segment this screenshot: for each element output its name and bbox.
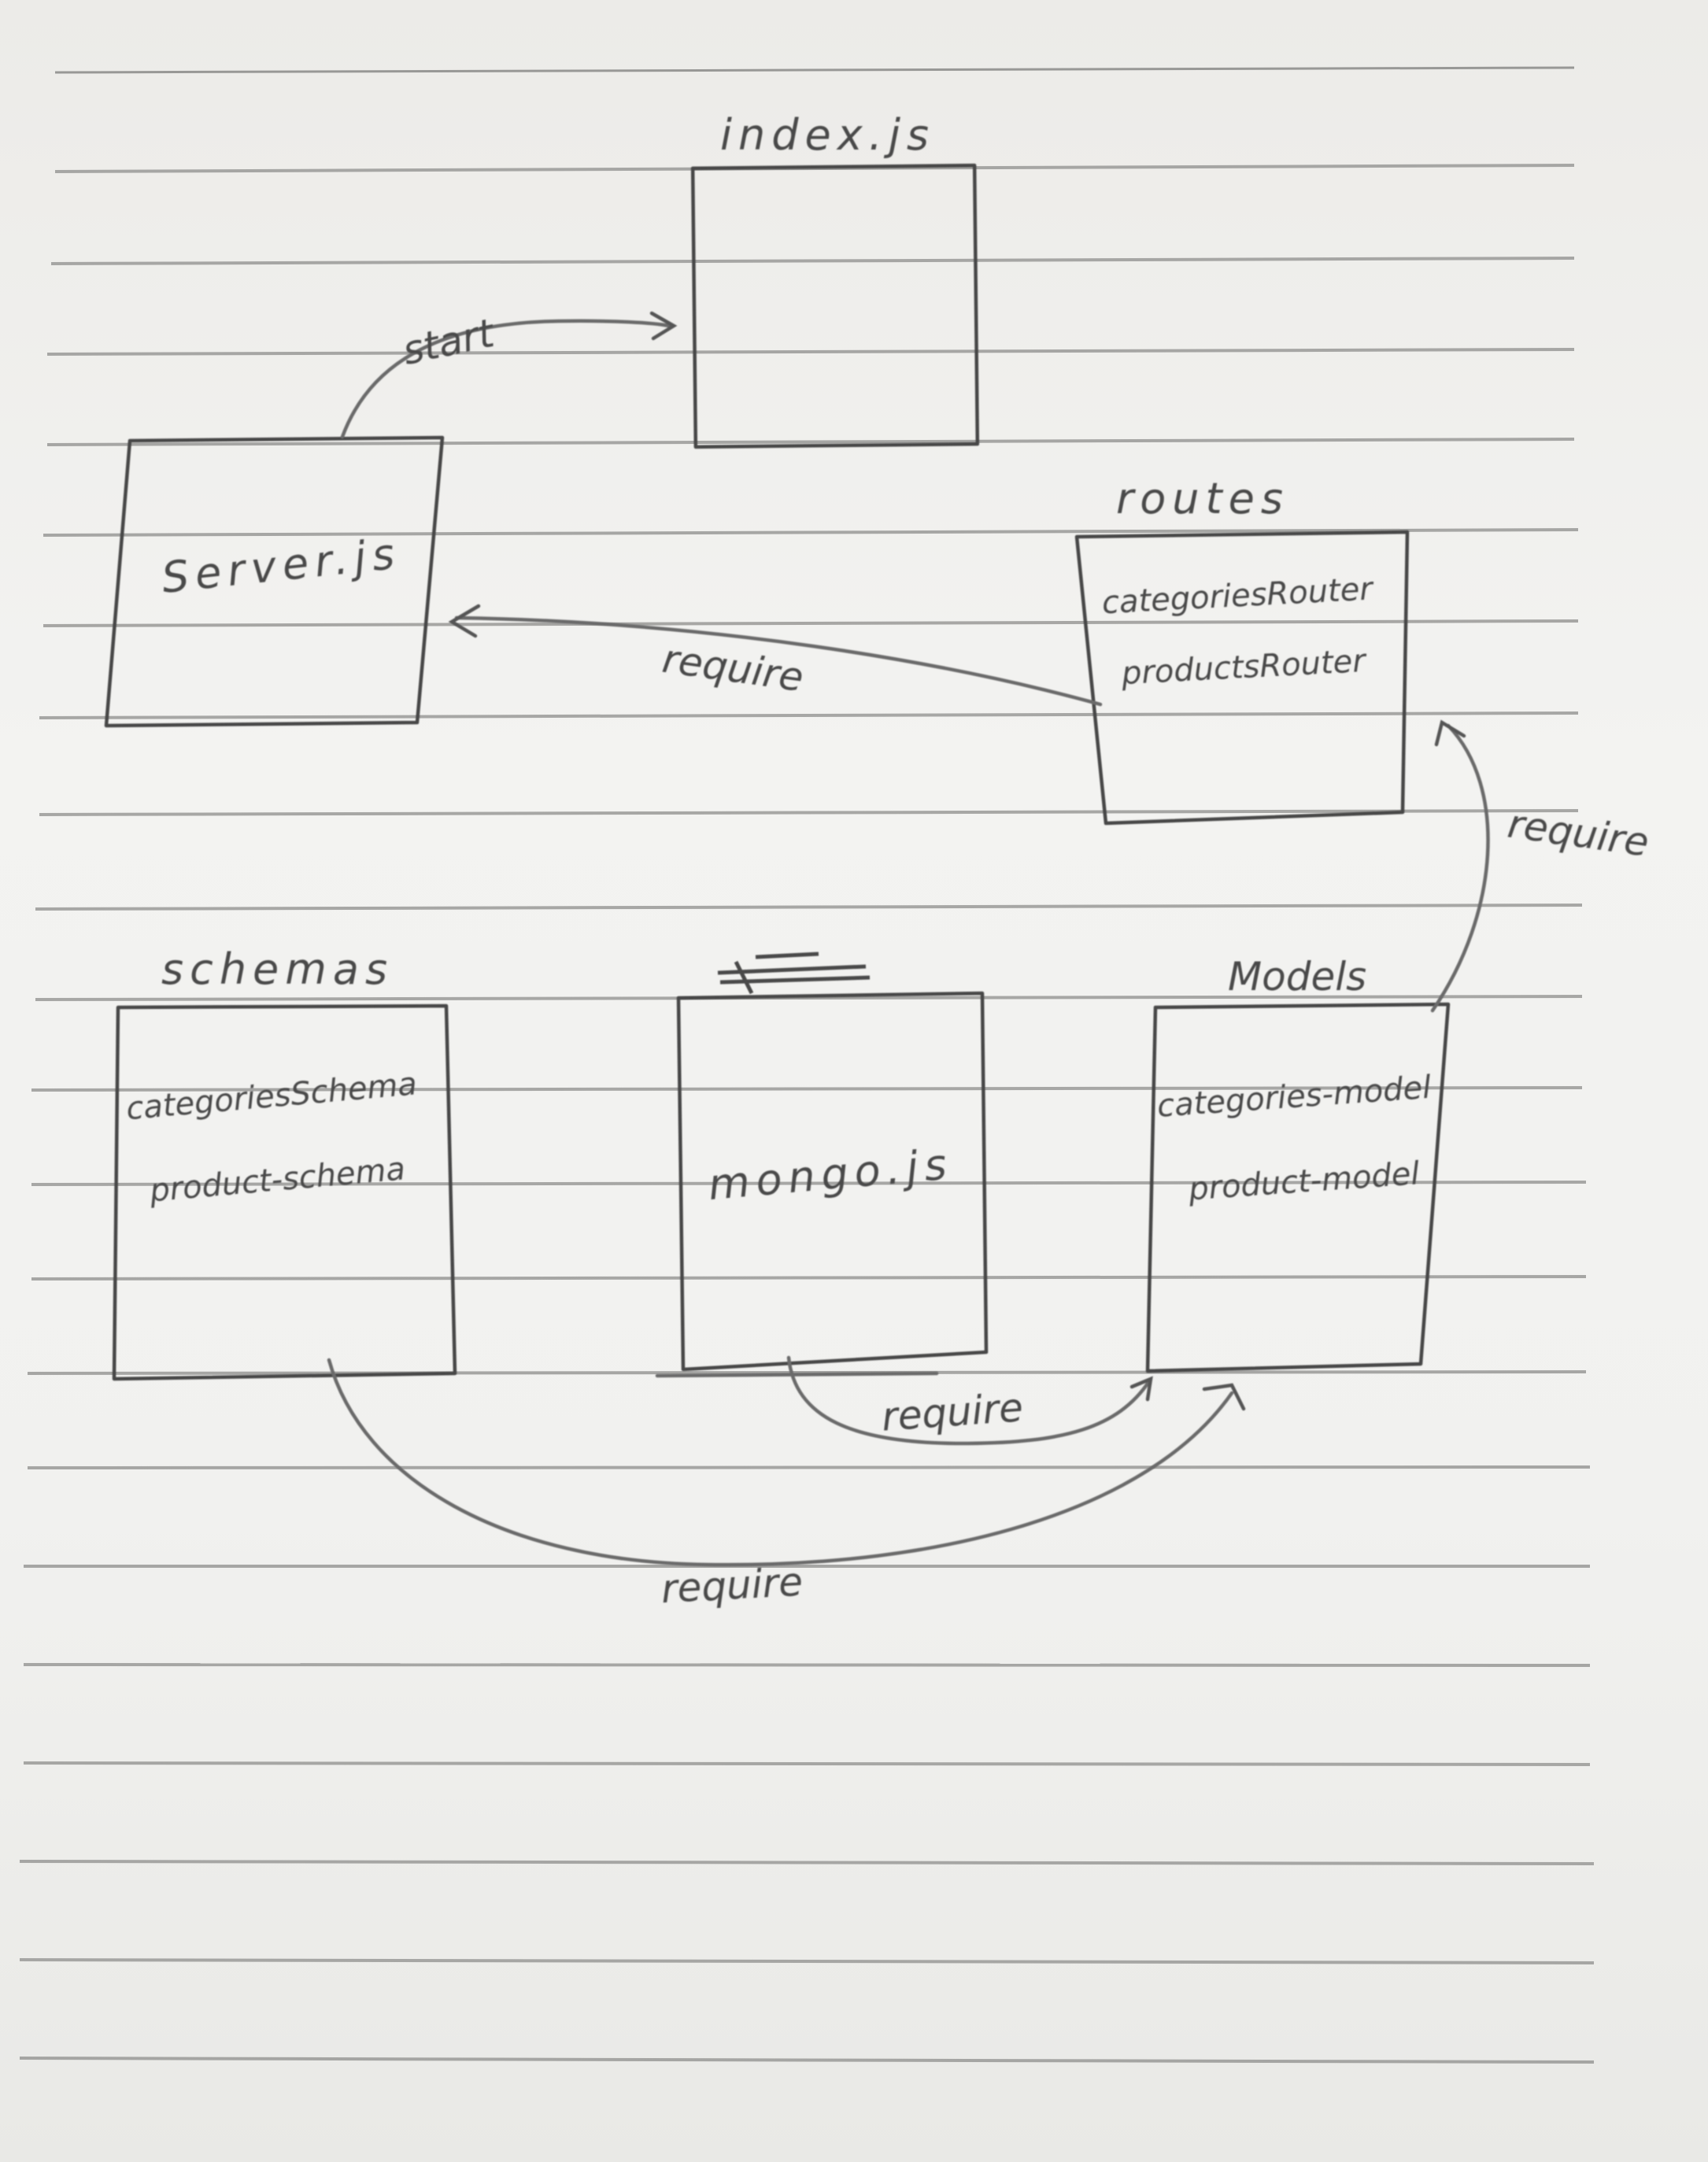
- routes-item-1: productsRouter: [1120, 643, 1368, 692]
- index-title: index.js: [720, 110, 935, 160]
- routes-title: routes: [1116, 474, 1289, 523]
- schemas-box: [112, 1003, 457, 1381]
- edge-models-routes: require: [1430, 719, 1651, 1013]
- edge-start: start: [340, 310, 678, 439]
- edge-routes-server-label: require: [660, 636, 806, 700]
- ruled-lines: [19, 66, 1595, 2064]
- edge-models-routes-label: require: [1505, 800, 1651, 865]
- index-box: [690, 163, 980, 449]
- routes-box: [1074, 530, 1410, 826]
- edge-routes-server: require: [448, 604, 1103, 707]
- server-node: Server.js: [104, 435, 445, 728]
- mongo-box: [676, 991, 989, 1372]
- schemas-node: schemas categoriesSchema product-schema: [112, 944, 457, 1381]
- models-title: Models: [1228, 954, 1366, 1000]
- edge-start-label: start: [399, 310, 500, 374]
- schemas-title: schemas: [161, 944, 394, 994]
- models-item-1: product-model: [1187, 1155, 1421, 1207]
- models-node: Models categories-model product-model: [1145, 954, 1451, 1373]
- schemas-item-1: product-schema: [147, 1151, 406, 1209]
- crossed-out-heading: [717, 952, 871, 995]
- models-item-0: categories-model: [1156, 1070, 1433, 1125]
- server-box: [104, 435, 445, 728]
- edge-mongo-models-label: require: [880, 1384, 1025, 1439]
- index-node: index.js: [690, 110, 980, 449]
- routes-node: routes categoriesRouter productsRouter: [1074, 474, 1410, 826]
- edge-mongo-models: require: [786, 1355, 1153, 1446]
- models-box: [1145, 1002, 1451, 1373]
- mongo-node: mongo.js: [655, 952, 989, 1378]
- edge-schemas-models-label: require: [660, 1559, 804, 1612]
- edge-schemas-models: require: [327, 1358, 1246, 1612]
- routes-item-0: categoriesRouter: [1101, 571, 1376, 621]
- schemas-item-0: categoriesSchema: [124, 1066, 418, 1127]
- server-label: Server.js: [160, 528, 403, 602]
- mongo-base-line: [655, 1371, 939, 1378]
- mongo-label: mongo.js: [706, 1139, 955, 1210]
